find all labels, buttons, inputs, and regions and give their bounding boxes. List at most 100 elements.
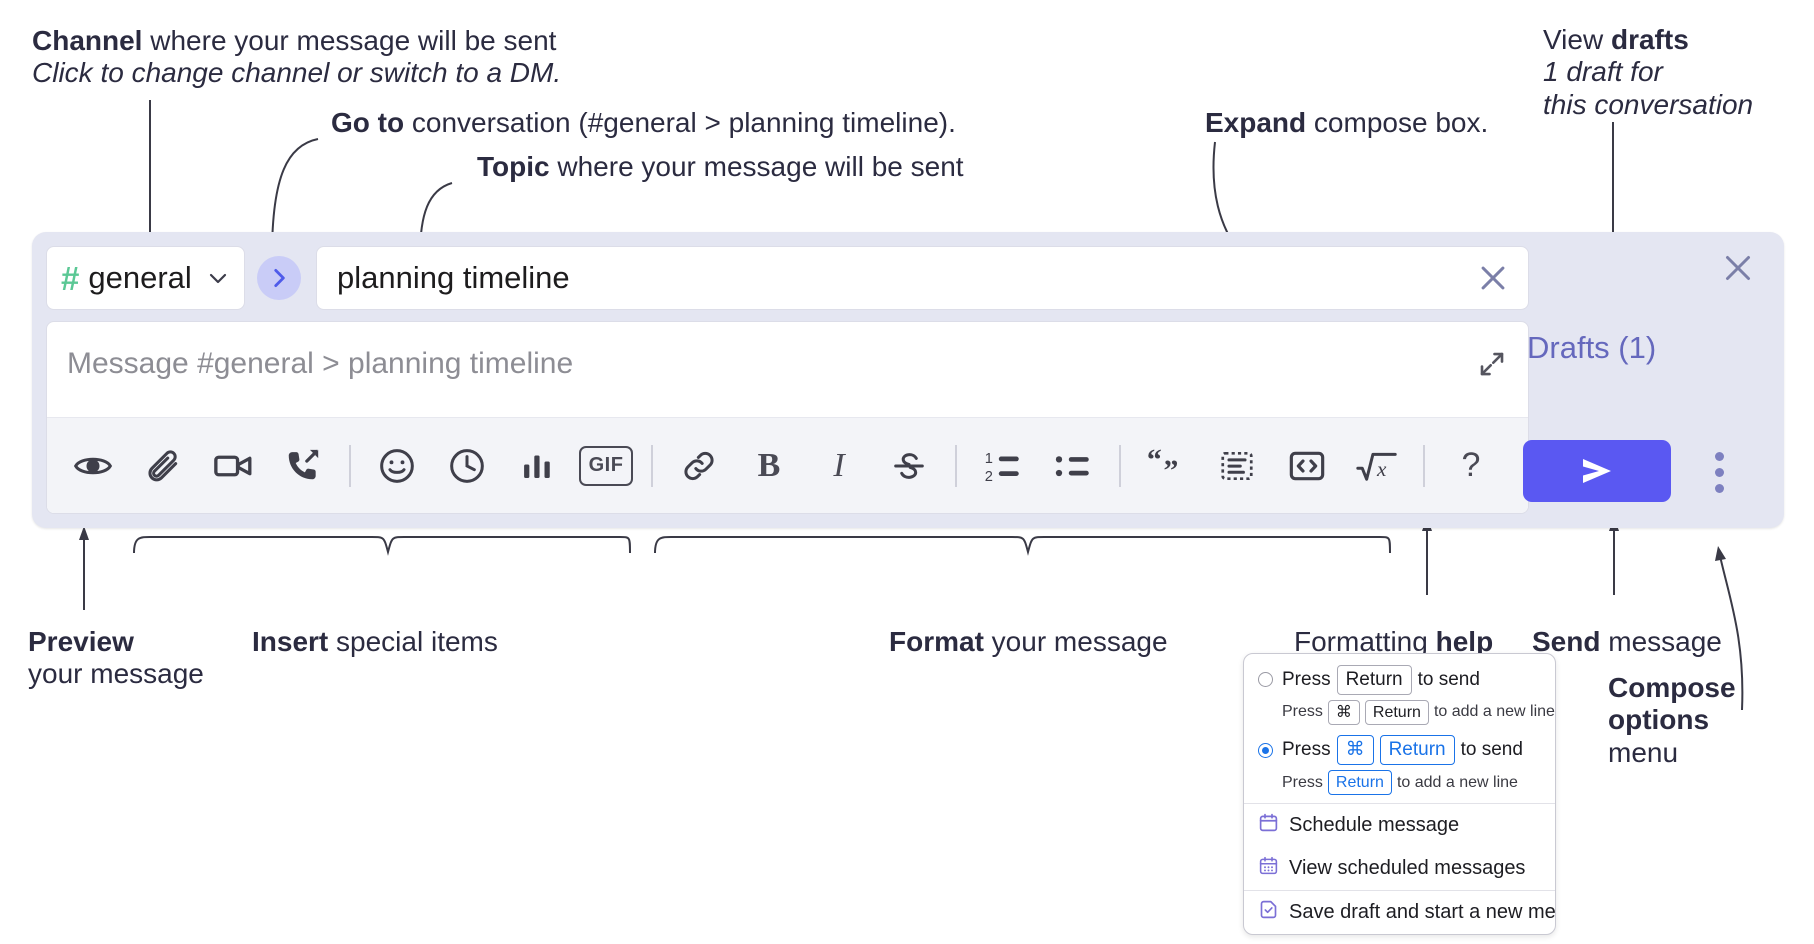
bulleted-list-icon[interactable] bbox=[1045, 438, 1101, 494]
key-return: Return bbox=[1327, 769, 1392, 796]
annotation-format-bold: Format bbox=[889, 626, 984, 657]
compose-options-menu-button[interactable] bbox=[1699, 444, 1739, 500]
attachment-icon[interactable] bbox=[135, 438, 191, 494]
annotation-insert-rest: special items bbox=[328, 626, 498, 657]
menu-item-view-scheduled[interactable]: View scheduled messages bbox=[1244, 847, 1555, 890]
radio-button-return[interactable] bbox=[1258, 672, 1273, 688]
document-check-icon bbox=[1258, 899, 1279, 926]
calendar-grid-icon bbox=[1258, 855, 1279, 882]
topic-field[interactable]: planning timeline bbox=[316, 246, 1529, 310]
toolbar-separator bbox=[955, 444, 957, 487]
compose-header-row: # general planning timeline bbox=[46, 246, 1529, 310]
annotation-drafts: View drafts 1 draft for this conversatio… bbox=[1543, 24, 1753, 121]
menu-item-label: View scheduled messages bbox=[1289, 857, 1526, 880]
compose-right-rail: Drafts (1) bbox=[1503, 232, 1784, 528]
menu-item-label: Schedule message bbox=[1289, 814, 1460, 837]
radio-option-return[interactable]: Press Return to send Press ⌘ Return to a… bbox=[1258, 665, 1555, 726]
annotation-channel-bold: Channel bbox=[32, 25, 143, 56]
phone-forward-icon[interactable] bbox=[275, 438, 331, 494]
video-camera-icon[interactable] bbox=[205, 438, 261, 494]
radio-option-cmd-return[interactable]: Press ⌘ Return to send Press Return to a… bbox=[1258, 735, 1541, 796]
radio-cmd-subtext: Press Return to add a new line bbox=[1282, 769, 1541, 796]
annotation-drafts-italic-1: 1 draft for bbox=[1543, 56, 1663, 88]
drafts-link[interactable]: Drafts (1) bbox=[1527, 330, 1657, 365]
annotation-compose-options: Compose options menu bbox=[1608, 672, 1736, 769]
message-input-area[interactable]: Message #general > planning timeline bbox=[47, 322, 1528, 418]
close-icon[interactable] bbox=[1716, 246, 1760, 290]
radio-button-cmd-return[interactable] bbox=[1258, 742, 1273, 758]
emoji-icon[interactable] bbox=[369, 438, 425, 494]
annotation-insert: Insert special items bbox=[252, 626, 498, 658]
menu-item-schedule-message[interactable]: Schedule message bbox=[1244, 804, 1555, 847]
annotation-topic: Topic where your message will be sent bbox=[477, 151, 964, 183]
svg-text:1: 1 bbox=[985, 451, 993, 467]
channel-selector[interactable]: # general bbox=[46, 246, 245, 310]
svg-text:x: x bbox=[1376, 457, 1387, 481]
annotation-compose-options-bold-1: Compose bbox=[1608, 672, 1736, 703]
annotation-send-bold: Send bbox=[1532, 626, 1601, 657]
toolbar-separator bbox=[1423, 444, 1425, 487]
menu-divider bbox=[1244, 803, 1555, 805]
strikethrough-icon[interactable] bbox=[881, 438, 937, 494]
radio-return-sub-post: to add a new line bbox=[1433, 703, 1555, 721]
annotation-expand: Expand compose box. bbox=[1205, 107, 1488, 139]
annotation-preview-bold: Preview bbox=[28, 626, 134, 657]
svg-text:”: ” bbox=[1164, 454, 1179, 487]
code-icon[interactable] bbox=[1279, 438, 1335, 494]
key-command: ⌘ bbox=[1327, 699, 1360, 726]
hash-icon: # bbox=[61, 259, 80, 297]
channel-name: general bbox=[88, 260, 192, 295]
annotation-insert-bold: Insert bbox=[252, 626, 329, 657]
code-block-icon[interactable] bbox=[1209, 438, 1265, 494]
svg-text:2: 2 bbox=[985, 469, 993, 485]
bar-chart-icon[interactable] bbox=[509, 438, 565, 494]
radio-return-subtext: Press ⌘ Return to add a new line bbox=[1282, 699, 1555, 726]
annotation-compose-options-bold-2: options bbox=[1608, 704, 1710, 736]
compose-box: # general planning timeline Message #gen… bbox=[32, 232, 1784, 528]
blockquote-icon[interactable]: “ ” bbox=[1139, 438, 1195, 494]
annotation-expand-rest: compose box. bbox=[1306, 107, 1489, 138]
annotation-send: Send message bbox=[1532, 626, 1722, 658]
annotation-channel-italic: Click to change channel or switch to a D… bbox=[32, 57, 562, 89]
radio-cmd-pre: Press bbox=[1282, 739, 1331, 761]
radio-cmd-sub-pre: Press bbox=[1282, 773, 1323, 791]
bold-icon[interactable]: B bbox=[757, 446, 781, 484]
toolbar-separator bbox=[1119, 444, 1121, 487]
preview-icon[interactable] bbox=[65, 438, 121, 494]
send-button[interactable] bbox=[1523, 440, 1671, 502]
annotation-send-rest: message bbox=[1600, 626, 1722, 657]
annotation-formatting-help-bold: help bbox=[1435, 626, 1494, 657]
goto-conversation-button[interactable] bbox=[257, 256, 301, 300]
expand-diagonal-icon[interactable] bbox=[1472, 344, 1512, 384]
vertical-dots-icon bbox=[1714, 467, 1724, 477]
message-box: Message #general > planning timeline bbox=[46, 321, 1529, 514]
svg-text:“: “ bbox=[1147, 445, 1162, 477]
calendar-clock-icon bbox=[1258, 812, 1279, 839]
formatting-help-icon[interactable]: ? bbox=[1461, 446, 1481, 484]
annotation-channel-rest: where your message will be sent bbox=[142, 25, 557, 56]
menu-item-save-draft[interactable]: Save draft and start a new message bbox=[1244, 891, 1555, 934]
menu-divider bbox=[1244, 890, 1555, 892]
ordered-list-icon[interactable]: 1 2 bbox=[975, 438, 1031, 494]
key-return: Return bbox=[1364, 699, 1429, 726]
vertical-dots-icon bbox=[1714, 451, 1724, 461]
radio-cmd-sub-post: to add a new line bbox=[1396, 773, 1518, 791]
key-command: ⌘ bbox=[1336, 735, 1374, 765]
toolbar-separator bbox=[349, 444, 351, 487]
radio-return-pre: Press bbox=[1282, 668, 1331, 690]
radio-return-sub-pre: Press bbox=[1282, 703, 1323, 721]
send-shortcut-options: Press Return to send Press ⌘ Return to a… bbox=[1244, 654, 1555, 803]
gif-icon[interactable]: GIF bbox=[579, 445, 633, 486]
annotation-goto-rest: conversation (#general > planning timeli… bbox=[404, 107, 956, 138]
close-icon[interactable] bbox=[1470, 255, 1516, 301]
compose-inner: # general planning timeline Message #gen… bbox=[46, 246, 1529, 514]
chevron-down-icon bbox=[206, 266, 230, 290]
key-return: Return bbox=[1379, 735, 1455, 765]
key-return: Return bbox=[1336, 665, 1412, 695]
clock-icon[interactable] bbox=[439, 438, 495, 494]
annotation-drafts-lead: View bbox=[1543, 24, 1611, 55]
math-icon[interactable]: x bbox=[1349, 438, 1405, 494]
link-icon[interactable] bbox=[671, 438, 727, 494]
annotation-expand-bold: Expand bbox=[1205, 107, 1307, 138]
italic-icon[interactable]: I bbox=[833, 446, 845, 484]
